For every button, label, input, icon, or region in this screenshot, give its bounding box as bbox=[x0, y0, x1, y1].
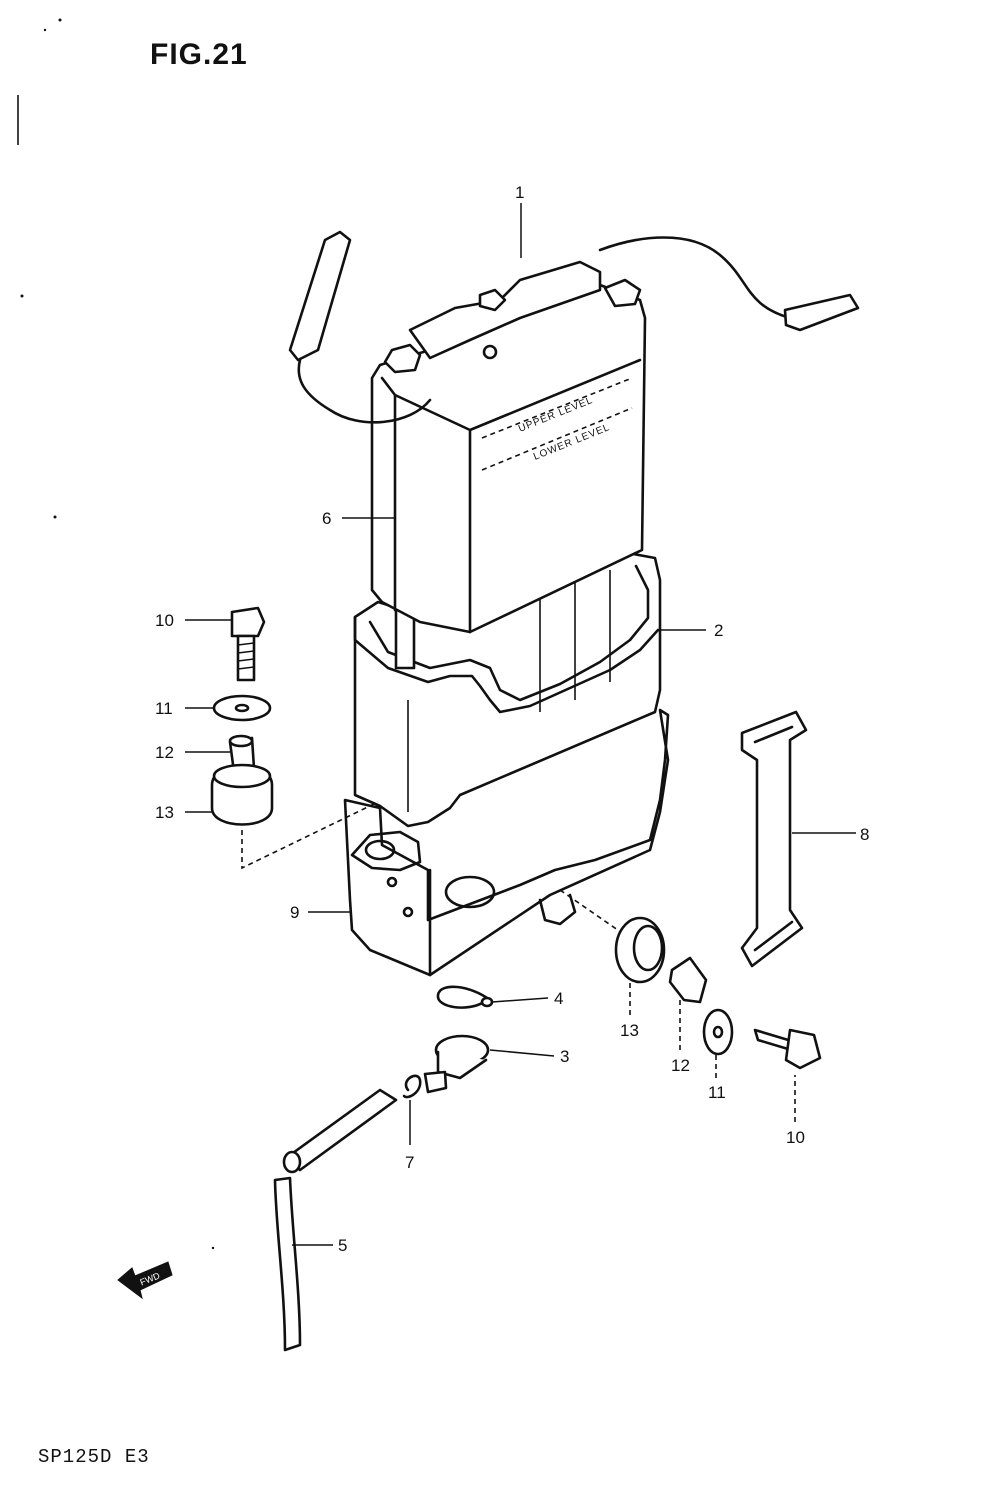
callout-numbers: 1 2 3 4 5 6 7 8 9 10 11 12 13 10 11 12 1… bbox=[155, 183, 869, 1255]
callout-13-left: 13 bbox=[155, 803, 174, 822]
callout-11-left: 11 bbox=[155, 699, 173, 718]
model-code: SP125D E3 bbox=[38, 1446, 150, 1468]
callout-7: 7 bbox=[405, 1153, 414, 1172]
callout-3: 3 bbox=[560, 1047, 569, 1066]
callout-12-right: 12 bbox=[671, 1056, 690, 1075]
battery-lead-right bbox=[598, 236, 860, 332]
callout-12-left: 12 bbox=[155, 743, 174, 762]
callout-1: 1 bbox=[515, 183, 524, 202]
right-hardware-stack bbox=[559, 889, 822, 1070]
callout-leaders bbox=[185, 203, 856, 1246]
callout-11-right: 11 bbox=[708, 1083, 726, 1102]
part-8-battery-strap bbox=[740, 710, 808, 968]
margin-marks bbox=[17, 18, 215, 1250]
part-5-breather-hose bbox=[273, 1088, 398, 1352]
callout-13-right: 13 bbox=[620, 1021, 639, 1040]
callout-8: 8 bbox=[860, 825, 869, 844]
callout-9: 9 bbox=[290, 903, 299, 922]
part-3-elbow-connector bbox=[423, 1034, 490, 1094]
left-hardware-stack bbox=[210, 606, 379, 870]
part-9-battery-bracket bbox=[343, 708, 670, 977]
part-4-clip bbox=[436, 985, 494, 1009]
fwd-arrow: FWD bbox=[117, 1261, 173, 1300]
callout-5: 5 bbox=[338, 1236, 347, 1255]
figure-title: FIG.21 bbox=[150, 38, 248, 71]
part-1-battery: UPPER LEVEL LOWER LEVEL bbox=[370, 260, 647, 634]
callout-10-right: 10 bbox=[786, 1128, 805, 1147]
callout-6: 6 bbox=[322, 509, 331, 528]
callout-4: 4 bbox=[554, 989, 563, 1008]
battery-lead-left bbox=[288, 230, 432, 424]
callout-10-left: 10 bbox=[155, 611, 174, 630]
callout-2: 2 bbox=[714, 621, 723, 640]
part-7-hose-clip bbox=[402, 1074, 422, 1099]
